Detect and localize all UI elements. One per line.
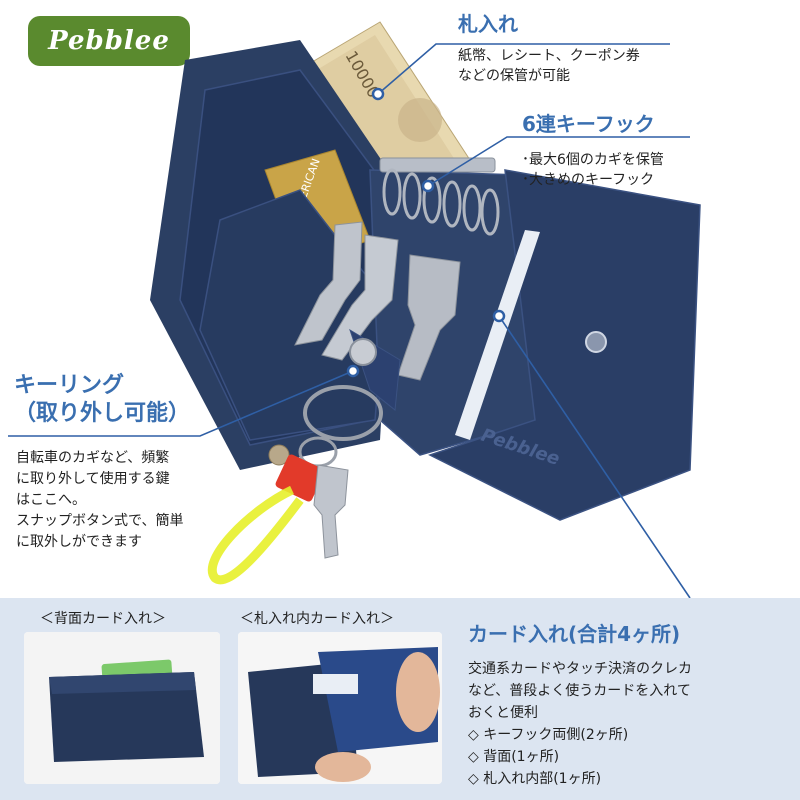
key-ring bbox=[303, 385, 383, 441]
keyring-line: に取り外して使用する鍵 bbox=[16, 471, 170, 487]
bill-description: 紙幣、レシート、クーポン券 などの保管が可能 bbox=[458, 46, 640, 86]
card-item: ◇ 背面(1ヶ所) bbox=[468, 749, 560, 765]
callout-dot-card bbox=[492, 309, 506, 323]
key-hooks bbox=[382, 168, 500, 236]
card-line: 交通系カードやタッチ決済のクレカ bbox=[468, 661, 692, 677]
callout-line-keyhook bbox=[427, 136, 690, 187]
keyring-title-line2: （取り外し可能） bbox=[14, 401, 191, 426]
back-photo-label: ＜背面カード入れ＞ bbox=[40, 611, 166, 627]
keyring-line: 自転車のカギなど、頻繁 bbox=[16, 450, 170, 466]
bill-line: 紙幣、レシート、クーポン券 bbox=[458, 48, 640, 64]
callout-dot-keyhook bbox=[421, 179, 435, 193]
card-item: ◇ キーフック両側(2ヶ所) bbox=[468, 727, 629, 743]
card-item: ◇ 札入れ内部(1ヶ所) bbox=[468, 771, 602, 787]
keyring-line: スナップボタン式で、簡単 bbox=[16, 513, 184, 529]
snap-button bbox=[585, 331, 607, 353]
back-card-photo bbox=[24, 632, 220, 784]
inner-card-photo bbox=[238, 632, 442, 784]
callout-line-keyring bbox=[8, 370, 354, 437]
wallet-illustration: 10000 AMERICAN Pebblee bbox=[8, 21, 701, 599]
callout-line-bill bbox=[377, 43, 670, 95]
keyhook-line: ･最大6個のカギを保管 bbox=[522, 152, 664, 168]
back-card-illustration bbox=[24, 632, 220, 784]
bill-line: などの保管が可能 bbox=[458, 68, 570, 84]
keys bbox=[294, 221, 461, 381]
banknote: 10000 bbox=[289, 21, 471, 201]
brand-badge: Pebblee bbox=[28, 16, 190, 66]
inner-card-illustration bbox=[238, 632, 442, 784]
keyhook-title: 6連キーフック bbox=[522, 112, 655, 136]
keyring-description: 自転車のカギなど、頻繁 に取り外して使用する鍵 はここへ。 スナップボタン式で、… bbox=[16, 448, 183, 553]
keyring-line: に取外しができます bbox=[16, 534, 142, 550]
keyring-title: キーリング （取り外し可能） bbox=[14, 372, 190, 428]
keyhook-line: ･大きめのキーフック bbox=[522, 172, 655, 188]
card-line: など、普段よく使うカードを入れて bbox=[468, 683, 691, 699]
yellow-strap bbox=[208, 485, 304, 585]
card-description: 交通系カードやタッチ決済のクレカ など、普段よく使うカードを入れて おくと便利 … bbox=[468, 658, 692, 790]
key-hook-bar bbox=[379, 157, 496, 173]
card-title: カード入れ(合計4ヶ所) bbox=[468, 622, 681, 646]
bell bbox=[268, 444, 290, 466]
callout-dot-bill bbox=[371, 87, 385, 101]
card-slot bbox=[455, 230, 540, 440]
callout-line-card bbox=[498, 315, 691, 599]
bill-title: 札入れ bbox=[458, 12, 518, 36]
keyring-line: はここへ。 bbox=[16, 492, 86, 508]
card-line: おくと便利 bbox=[468, 705, 538, 721]
keyhook-description: ･最大6個のカギを保管 ･大きめのキーフック bbox=[522, 150, 664, 190]
brand-name: Pebblee bbox=[48, 26, 170, 56]
callout-dot-keyring bbox=[346, 364, 360, 378]
wallet-right-panel bbox=[428, 169, 701, 521]
keyring-snap bbox=[349, 338, 377, 366]
inner-photo-label: ＜札入れ内カード入れ＞ bbox=[240, 611, 394, 627]
small-key bbox=[313, 464, 349, 559]
keyring-title-line1: キーリング bbox=[14, 373, 125, 398]
